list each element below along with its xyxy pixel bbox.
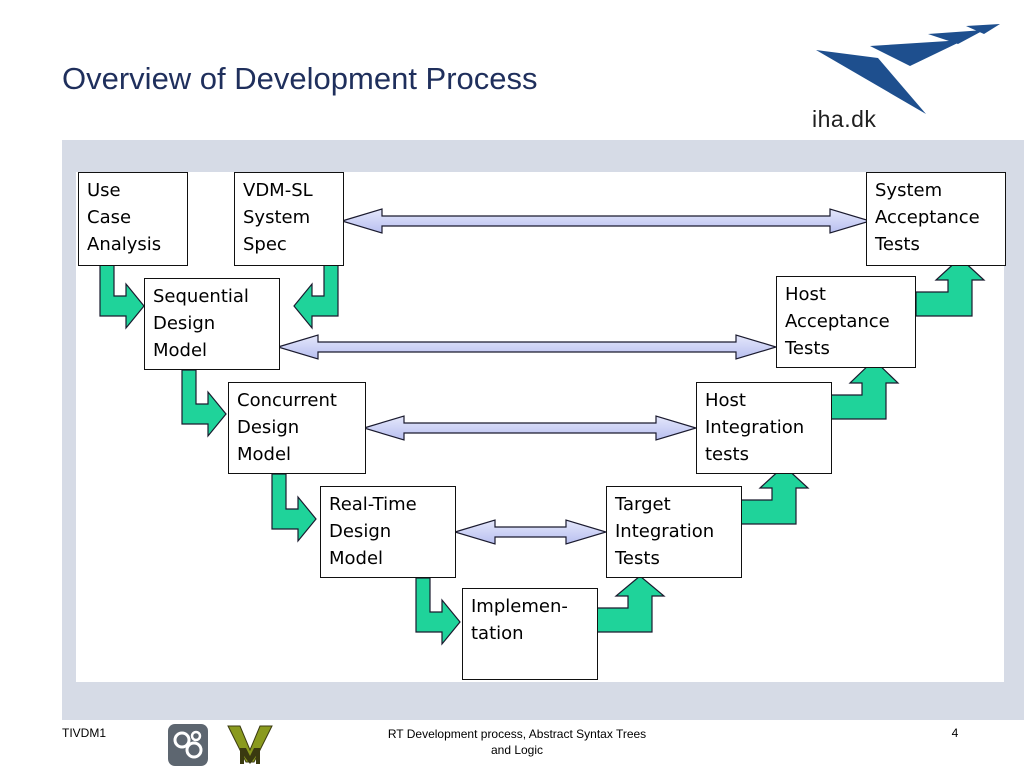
footer-page-number: 4 <box>951 726 959 740</box>
link-arrow-sequential-to-host-acceptance <box>275 334 779 360</box>
footer-course: TIVDM1 <box>62 726 107 740</box>
vdm-logo-icon <box>227 725 273 764</box>
link-arrow-realtime-to-target-integration <box>452 519 609 545</box>
flow-arrow-target-to-host-integration <box>739 465 810 525</box>
slide-title: Overview of Development Process <box>62 61 538 96</box>
box-host-acceptance-tests: Host Acceptance Tests <box>776 276 916 368</box>
box-host-integration-tests: Host Integration tests <box>696 382 832 474</box>
flow-arrow-realtime-to-implementation <box>415 577 461 646</box>
link-arrow-concurrent-to-host-integration <box>361 415 699 441</box>
overture-logo-icon <box>168 724 208 766</box>
flow-arrow-sequential-to-concurrent <box>181 369 227 438</box>
diagram-arrows <box>99 208 986 646</box>
footer-center-line2: and Logic <box>490 743 544 757</box>
footer-center-text: RT Development process, Abstract Syntax … <box>356 726 678 758</box>
box-real-time-design-model: Real-Time Design Model <box>320 486 456 578</box>
footer-center-line1: RT Development process, Abstract Syntax … <box>387 727 647 741</box>
box-use-case-analysis: Use Case Analysis <box>78 172 188 266</box>
box-vdm-sl-system-spec: VDM-SL System Spec <box>234 172 344 266</box>
flow-arrow-host-acceptance-to-system <box>915 257 986 317</box>
box-implementation: Implemen- tation <box>462 588 598 680</box>
flow-arrow-vdm-to-sequential <box>293 264 339 330</box>
flow-arrow-host-integration-to-host-acceptance <box>829 359 900 420</box>
box-sequential-design-model: Sequential Design Model <box>144 278 280 370</box>
box-system-acceptance-tests: System Acceptance Tests <box>866 172 1006 266</box>
box-target-integration-tests: Target Integration Tests <box>606 486 742 578</box>
flow-arrow-implementation-to-target <box>595 575 666 633</box>
flow-arrow-usecase-to-sequential <box>99 264 145 330</box>
iha-logo-icon <box>816 24 1000 114</box>
link-arrow-vdm-to-system-tests <box>339 208 873 234</box>
logo-text: iha.dk <box>812 106 877 132</box>
diagram-panel: Use Case Analysis VDM-SL System Spec Seq… <box>62 140 1024 720</box>
box-concurrent-design-model: Concurrent Design Model <box>228 382 366 474</box>
flow-arrow-concurrent-to-realtime <box>271 473 317 543</box>
diagram-canvas: Use Case Analysis VDM-SL System Spec Seq… <box>76 172 1006 682</box>
